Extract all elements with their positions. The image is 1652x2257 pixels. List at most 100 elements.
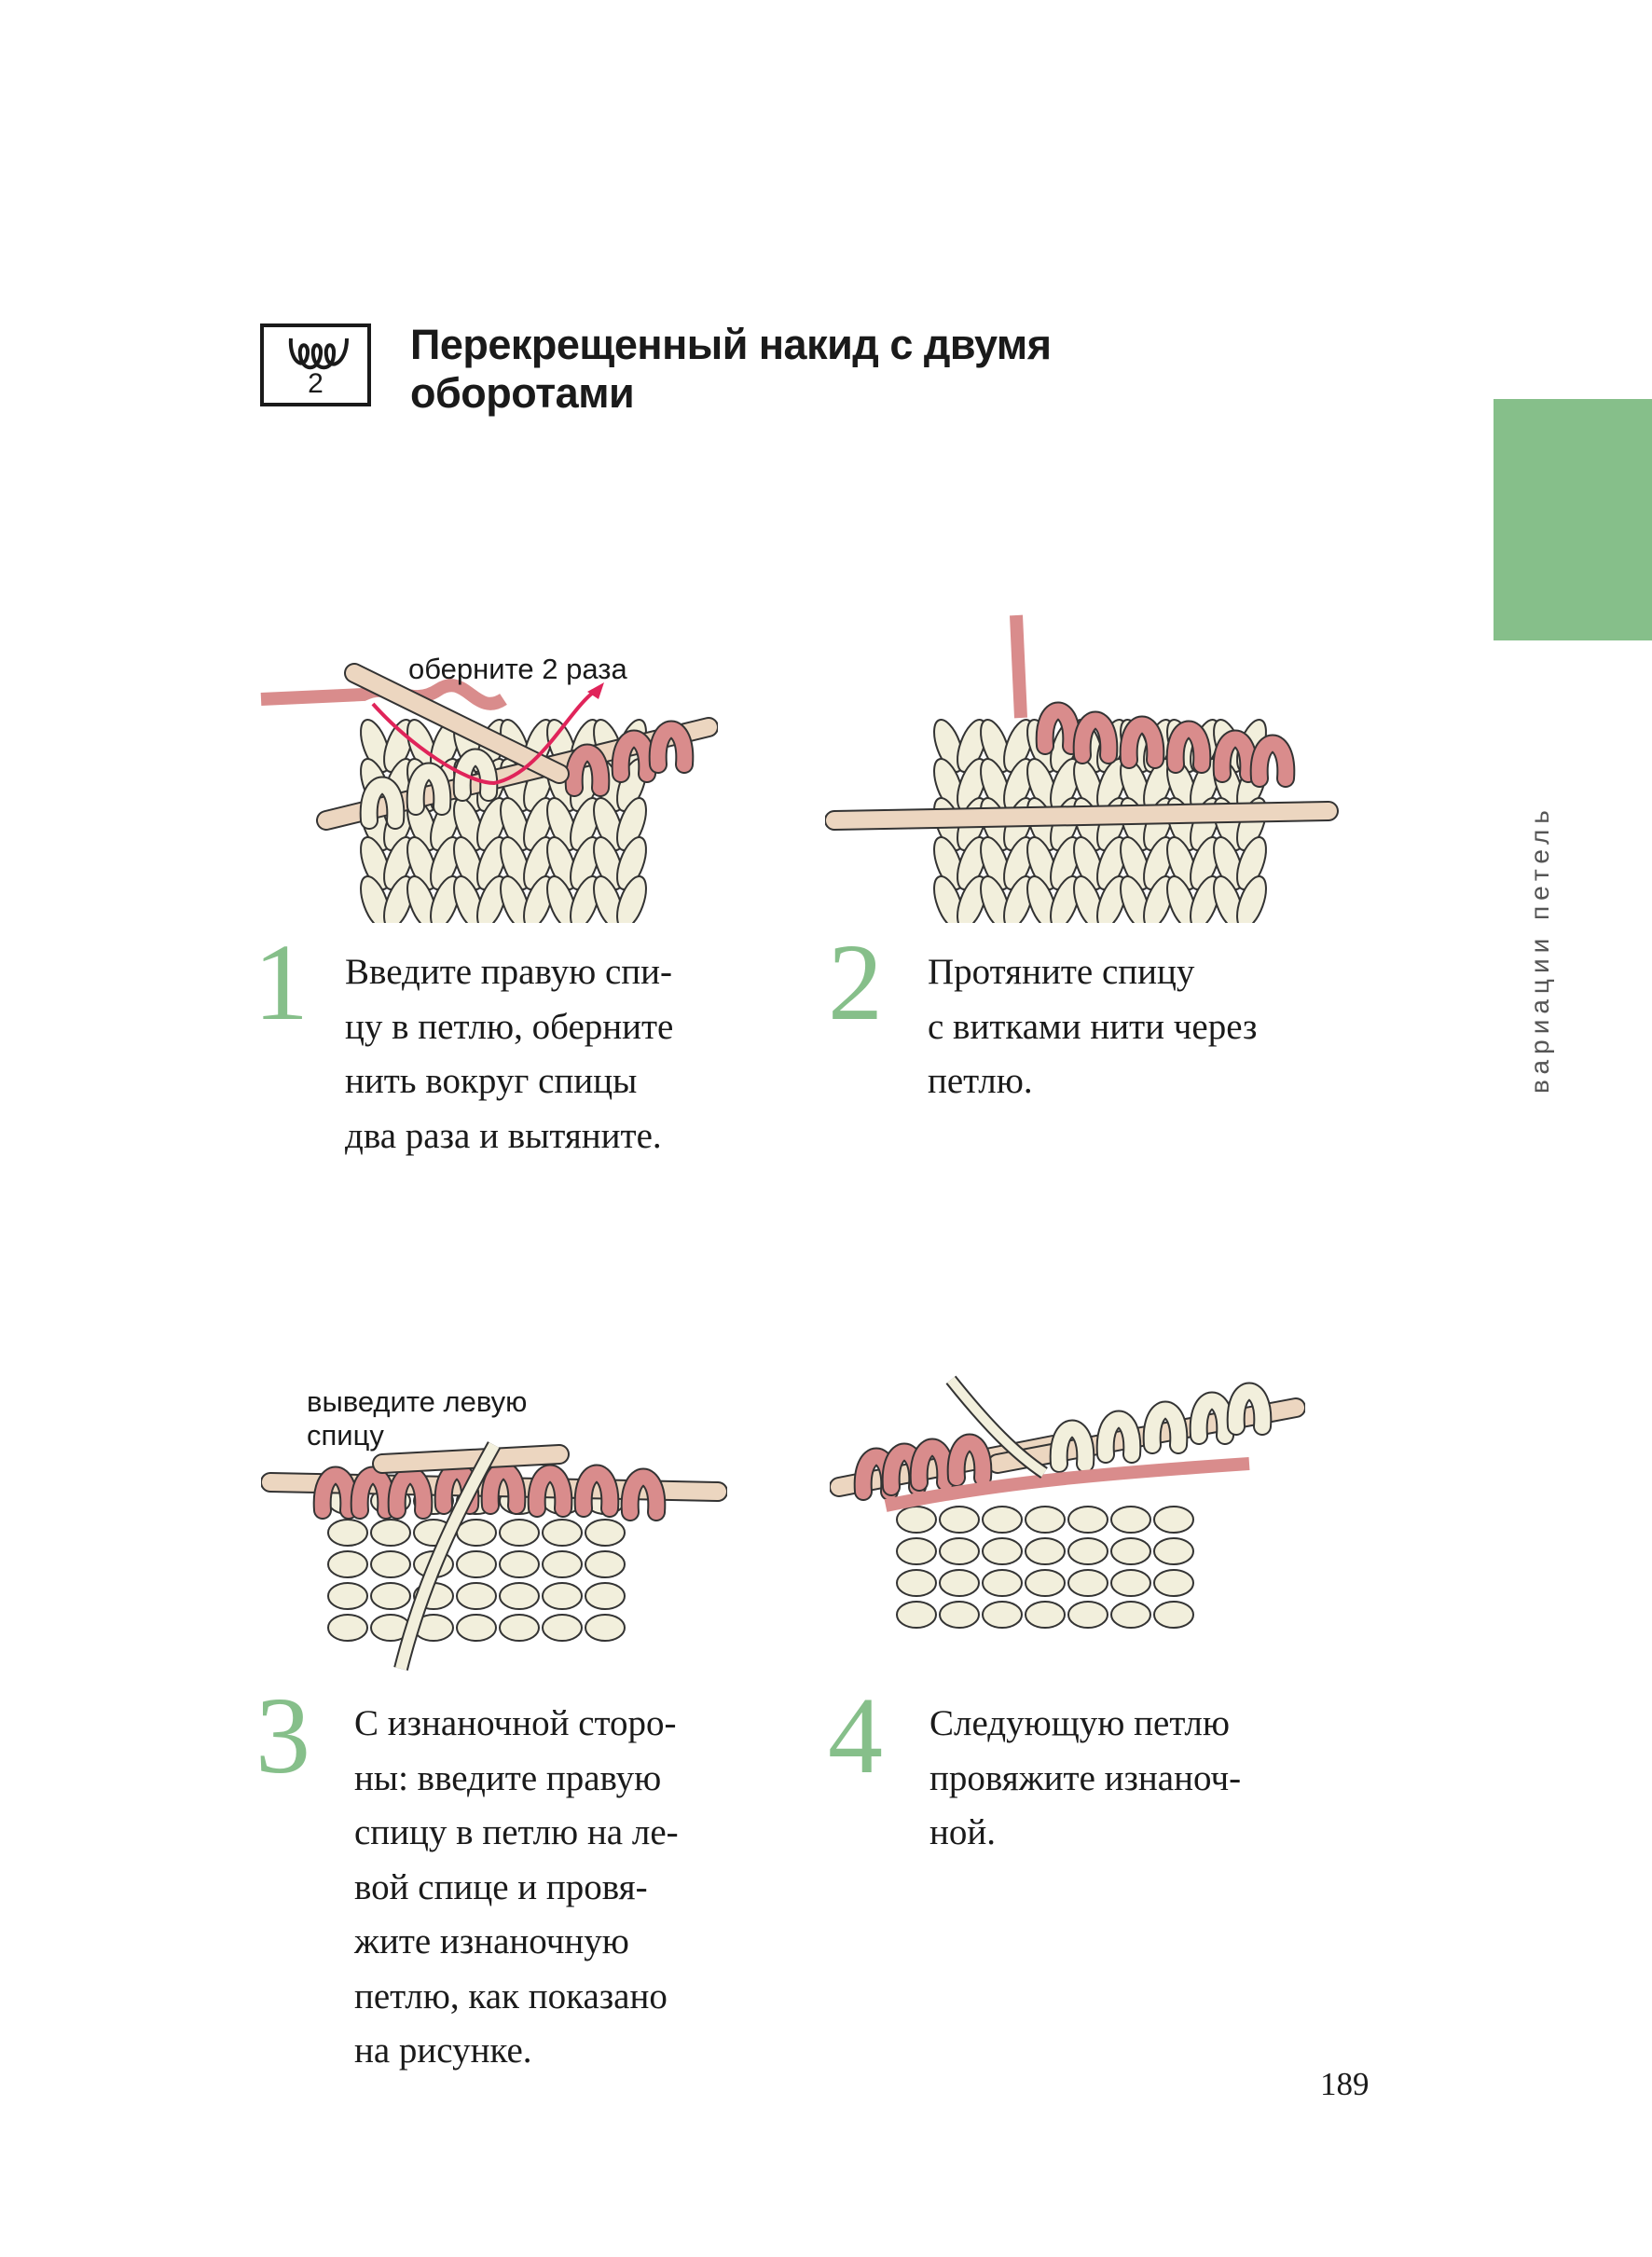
cream-loop bbox=[1097, 1411, 1140, 1462]
working-yarn bbox=[947, 1376, 1047, 1478]
purl-bump bbox=[542, 1582, 583, 1610]
knit-stitch-leg bbox=[616, 797, 647, 851]
knit-stitch-leg bbox=[1050, 875, 1081, 923]
step-1-illustration bbox=[260, 663, 718, 923]
cream-loop bbox=[361, 778, 404, 828]
purl-bump bbox=[327, 1582, 368, 1610]
knit-stitch-leg bbox=[957, 836, 987, 890]
needle bbox=[826, 803, 1337, 829]
knit-stitch-leg bbox=[1073, 836, 1104, 890]
knit-stitch-leg bbox=[1003, 875, 1034, 923]
knit-stitch-leg bbox=[1236, 875, 1267, 923]
knit-stitch-leg bbox=[1213, 836, 1244, 890]
pink-loop bbox=[1251, 736, 1294, 786]
purl-bump bbox=[982, 1506, 1023, 1534]
knit-stitch-leg bbox=[453, 836, 484, 890]
knit-stitch-leg bbox=[933, 836, 964, 890]
step-2-text: Протяните спицу с витками нити через пет… bbox=[928, 952, 1258, 1101]
knit-stitch-leg bbox=[546, 797, 577, 851]
knit-stitch-leg bbox=[1026, 875, 1057, 923]
knit-stitch-leg bbox=[1190, 836, 1220, 890]
double-twist-yarn-over-icon bbox=[288, 337, 349, 370]
knit-stitch-leg bbox=[1236, 836, 1267, 890]
pink-loop bbox=[911, 1439, 954, 1490]
knit-stitch-leg bbox=[453, 875, 484, 923]
cream-loop bbox=[1228, 1383, 1271, 1434]
needle bbox=[346, 665, 568, 782]
working-yarn bbox=[1010, 614, 1027, 719]
purl-bump bbox=[982, 1569, 1023, 1597]
working-yarn bbox=[395, 1442, 500, 1671]
pink-loop bbox=[314, 1467, 357, 1518]
purl-bump bbox=[499, 1614, 540, 1642]
purl-bump bbox=[499, 1582, 540, 1610]
knit-stitch-leg bbox=[430, 836, 461, 890]
step-1-text: Введите правую спи- цу в петлю, оберните… bbox=[345, 952, 674, 1156]
purl-bump bbox=[499, 1519, 540, 1547]
purl-bump bbox=[456, 1582, 497, 1610]
section-color-tab bbox=[1494, 399, 1652, 640]
purl-bump bbox=[327, 1519, 368, 1547]
knit-stitch-leg bbox=[1026, 836, 1057, 890]
knit-stitch-leg bbox=[593, 836, 624, 890]
purl-bump bbox=[327, 1550, 368, 1578]
purl-bump bbox=[456, 1550, 497, 1578]
step-2-number: 2 bbox=[828, 921, 883, 1043]
stitch-symbol-box: 2 bbox=[260, 323, 371, 406]
step-3-illustration bbox=[261, 1441, 727, 1671]
knit-stitch-leg bbox=[360, 719, 391, 773]
step-2-illustration bbox=[825, 614, 1339, 923]
pink-loop bbox=[1214, 731, 1257, 781]
purl-bump bbox=[585, 1582, 626, 1610]
purl-bump bbox=[370, 1550, 411, 1578]
step-3-callout: выведите левую спицу bbox=[307, 1385, 528, 1452]
pink-loop bbox=[482, 1463, 525, 1513]
purl-bump bbox=[585, 1550, 626, 1578]
purl-bump bbox=[939, 1601, 980, 1629]
purl-bump bbox=[982, 1537, 1023, 1565]
purl-bump bbox=[939, 1569, 980, 1597]
pink-loop bbox=[575, 1466, 618, 1516]
knit-stitch-leg bbox=[593, 797, 624, 851]
step-3-text: С изнаночной сторо- ны: введите правую с… bbox=[354, 1703, 679, 2071]
purl-bump bbox=[1110, 1601, 1151, 1629]
knit-stitch-leg bbox=[1003, 719, 1034, 773]
purl-bump bbox=[896, 1601, 937, 1629]
purl-bump bbox=[585, 1614, 626, 1642]
purl-bump bbox=[1067, 1537, 1108, 1565]
symbol-number: 2 bbox=[308, 368, 324, 399]
knit-stitch-leg bbox=[546, 875, 577, 923]
needle bbox=[374, 1446, 568, 1472]
knit-stitch-leg bbox=[1166, 875, 1197, 923]
knit-stitch-leg bbox=[933, 875, 964, 923]
knit-stitch-leg bbox=[430, 875, 461, 923]
cream-loop bbox=[1191, 1393, 1233, 1443]
knit-stitch-leg bbox=[383, 719, 414, 773]
knit-stitch-leg bbox=[383, 836, 414, 890]
knit-stitch-leg bbox=[616, 836, 647, 890]
cream-loop bbox=[1144, 1402, 1187, 1452]
pink-row bbox=[884, 1457, 1250, 1512]
knit-stitch-leg bbox=[957, 875, 987, 923]
purl-bump bbox=[939, 1506, 980, 1534]
knit-stitch-leg bbox=[1143, 875, 1174, 923]
purl-bump bbox=[499, 1550, 540, 1578]
purl-bump bbox=[1153, 1537, 1194, 1565]
knit-stitch-leg bbox=[546, 836, 577, 890]
knit-stitch-leg bbox=[1073, 875, 1104, 923]
knit-stitch-leg bbox=[523, 836, 554, 890]
cream-loop bbox=[407, 764, 450, 814]
purl-bump bbox=[896, 1506, 937, 1534]
purl-bump bbox=[585, 1519, 626, 1547]
knit-stitch-leg bbox=[406, 836, 437, 890]
pink-loop bbox=[1121, 717, 1163, 767]
knit-stitch-leg bbox=[500, 797, 530, 851]
cream-loop bbox=[454, 750, 497, 800]
knit-stitch-leg bbox=[476, 875, 507, 923]
knit-stitch-leg bbox=[957, 719, 987, 773]
purl-bump bbox=[1110, 1537, 1151, 1565]
purl-bump bbox=[456, 1519, 497, 1547]
purl-bump bbox=[896, 1569, 937, 1597]
pink-loop bbox=[566, 745, 609, 795]
step-1-number: 1 bbox=[254, 921, 309, 1043]
